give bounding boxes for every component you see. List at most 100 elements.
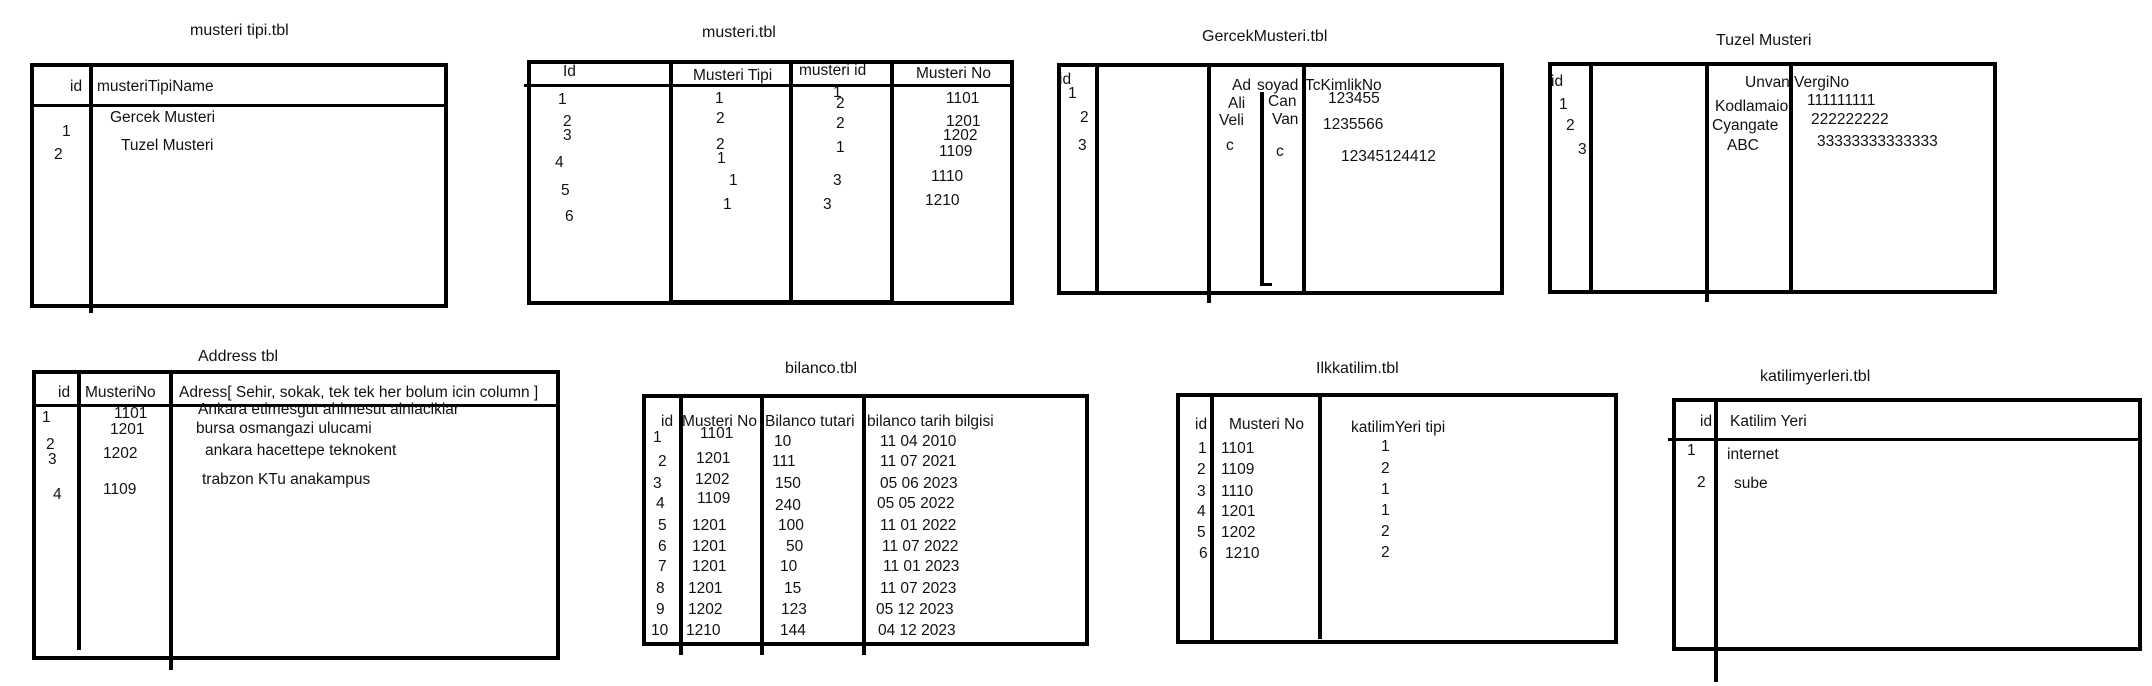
cell-musteri-tipi: 1 <box>723 196 732 213</box>
header-unvan: Unvan <box>1745 74 1790 91</box>
header-divider <box>30 104 448 107</box>
column-divider <box>679 394 683 655</box>
column-divider <box>1714 398 1718 682</box>
cell-katilim-yeri-tipi: 1 <box>1381 481 1390 498</box>
header-id: id <box>58 384 71 401</box>
cell-tc-kimlik-no: 123455 <box>1328 90 1380 107</box>
header-id: id <box>661 413 674 430</box>
table-title-katilim-yerleri: katilimyerleri.tbl <box>1760 368 1871 385</box>
cell-id: 2 <box>658 453 667 470</box>
cell-adress: trabzon KTu anakampus <box>202 471 371 488</box>
cell-ad: Ali <box>1228 95 1246 112</box>
cell-katilim-yeri-tipi: 1 <box>1381 502 1390 519</box>
cell-id: 9 <box>656 601 665 618</box>
column-divider <box>77 370 81 650</box>
cell-katilim-yeri-tipi: 1 <box>1381 438 1390 455</box>
column-divider <box>1705 62 1709 302</box>
cell-musteri-no: 1109 <box>697 490 731 507</box>
table-title-gercek-musteri: GercekMusteri.tbl <box>1202 28 1328 45</box>
header-tc-kimlik-no: TcKimlikNo <box>1305 77 1382 94</box>
header-divider <box>32 404 560 407</box>
cell-id: 4 <box>555 154 564 171</box>
cell-id: 5 <box>561 182 570 199</box>
column-divider <box>89 63 93 313</box>
header-adress: Adress[ Sehir, sokak, tek tek her bolum … <box>179 384 539 401</box>
column-divider <box>862 394 866 655</box>
column-divider <box>1260 92 1264 286</box>
cell-bilanco-tutari: 10 <box>774 433 792 450</box>
cell-adress: Ankara etimesgut ahimesut alniaciklar <box>198 401 460 418</box>
cell-bilanco-tutari: 50 <box>786 538 804 555</box>
cell-tc-kimlik-no: 1235566 <box>1323 116 1384 133</box>
cell-adress: ankara hacettepe teknokent <box>205 442 397 459</box>
cell-musteri-no: 1201 <box>946 113 981 130</box>
header-divider <box>1668 438 2142 441</box>
cell-bilanco-tarih: 11 04 2010 <box>880 433 957 450</box>
cell-musteri-no: 1110 <box>931 168 964 185</box>
cell-musteri-no: 1101 <box>946 90 980 107</box>
cell-id: 8 <box>656 580 665 597</box>
cell-musteri-id: 3 <box>823 196 832 213</box>
cell-musteri-no: 1110 <box>1221 483 1254 500</box>
column-divider <box>1095 63 1099 295</box>
cell-bilanco-tutari: 123 <box>781 601 807 618</box>
cell-id: 3 <box>563 127 572 144</box>
cell-id: 1 <box>558 91 567 108</box>
table-ilk-katilim <box>1176 393 1618 644</box>
cell-katilim-yeri: sube <box>1734 475 1768 492</box>
cell-katilim-yeri: internet <box>1727 446 1779 463</box>
header-katilim-yeri-tipi: katilimYeri tipi <box>1351 419 1446 436</box>
header-id: id <box>1059 71 1072 88</box>
cell-musteri-no: 1109 <box>1221 461 1255 478</box>
cell-ad: c <box>1226 137 1234 154</box>
cell-soyad: Van <box>1272 111 1299 128</box>
cell-bilanco-tutari: 240 <box>775 497 801 514</box>
header-bilanco-tutari: Bilanco tutari <box>765 413 855 430</box>
cell-id: 6 <box>1199 545 1208 562</box>
table-title-ilk-katilim: Ilkkatilim.tbl <box>1316 360 1399 377</box>
cell-id: 2 <box>1697 474 1706 491</box>
cell-id: 6 <box>565 208 574 225</box>
header-musteri-tipi: Musteri Tipi <box>693 67 773 84</box>
header-musteri-no: Musteri No <box>682 413 757 430</box>
cell-bilanco-tutari: 10 <box>780 558 798 575</box>
header-ad: Ad <box>1232 77 1251 94</box>
cell-musteri-no: 1101 <box>114 405 148 422</box>
cell-id: 5 <box>658 517 667 534</box>
cell-musteri-no: 1210 <box>686 622 721 639</box>
cell-musteri-no: 1210 <box>1225 545 1260 562</box>
cell-musteri-no: 1201 <box>696 450 731 467</box>
column-divider <box>1207 63 1211 303</box>
cell-bilanco-tarih: 05 05 2022 <box>877 495 955 512</box>
cell-musteri-no: 1202 <box>1221 524 1256 541</box>
cell-unvan: Kodlamaio <box>1715 98 1789 115</box>
cell-soyad: Can <box>1268 93 1297 110</box>
header-vergi-no: VergiNo <box>1794 74 1850 91</box>
table-musteri-tipi <box>30 63 448 308</box>
cell-musteri-no: 1201 <box>1221 503 1256 520</box>
cell-id: 5 <box>1197 524 1206 541</box>
table-title-tuzel-musteri: Tuzel Musteri <box>1716 32 1812 49</box>
cell-vergi-no: 222222222 <box>1811 111 1889 128</box>
cell-soyad: c <box>1276 143 1284 160</box>
column-divider <box>669 60 673 305</box>
cell-katilim-yeri-tipi: 2 <box>1381 460 1390 477</box>
cell-id: 2 <box>1566 117 1575 134</box>
cell-id: 2 <box>54 146 63 163</box>
cell-musteri-no: 1202 <box>695 471 730 488</box>
cell-id: 3 <box>48 451 57 468</box>
cell-id: 2 <box>1197 461 1206 478</box>
cell-bilanco-tutari: 150 <box>775 475 801 492</box>
cell-bilanco-tutari: 100 <box>778 517 804 534</box>
column-divider <box>890 60 894 305</box>
header-id: id <box>1700 413 1713 430</box>
header-bilanco-tarih: bilanco tarih bilgisi <box>867 413 994 430</box>
header-id: id <box>70 78 83 95</box>
cell-musteri-no: 1109 <box>103 481 137 498</box>
cell-id: 1 <box>62 123 71 140</box>
cell-bilanco-tarih: 05 12 2023 <box>876 601 954 618</box>
cell-tc-kimlik-no: 12345124412 <box>1341 148 1436 165</box>
table-tuzel-musteri <box>1548 62 1997 294</box>
cell-bilanco-tutari: 144 <box>780 622 806 639</box>
header-id: id <box>1551 73 1564 90</box>
